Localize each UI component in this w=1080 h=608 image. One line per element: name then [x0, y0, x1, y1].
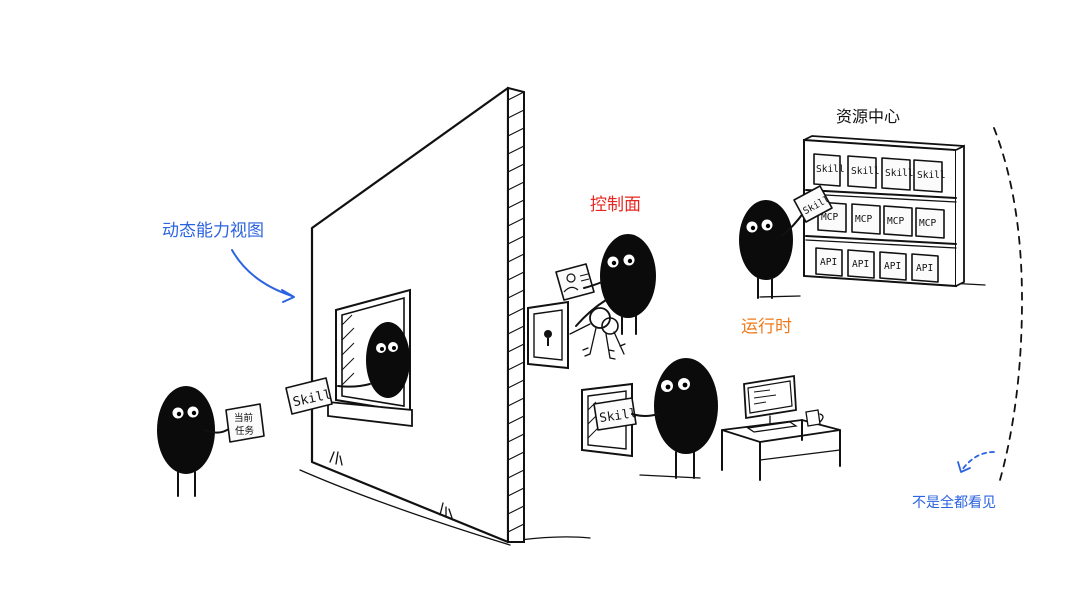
- window-skill-card: Skill: [285, 377, 333, 415]
- window-character: [337, 322, 410, 398]
- shelf-skill-3: Skill: [885, 168, 914, 179]
- dynamic-view-arrow: [231, 249, 293, 297]
- shelf-character: [739, 200, 805, 299]
- resource-center-label: 资源中心: [836, 107, 900, 126]
- shelf-mcp-1: MCP: [821, 212, 838, 223]
- shelf-api-2: API: [852, 259, 869, 270]
- id-badge: [555, 263, 595, 301]
- shelf-row-mcp: MCP MCP MCP MCP: [817, 201, 945, 239]
- desk-skill-card: Skill: [593, 397, 638, 431]
- visibility-arrow: [961, 451, 995, 471]
- shelf-skill-1: Skill: [816, 164, 845, 175]
- shelf-skill-2: Skill: [851, 166, 880, 177]
- key-ring: [569, 307, 626, 360]
- control-plane-label: 控制面: [590, 195, 641, 215]
- shelf-row-skill: Skill Skill Skill Skill: [813, 153, 946, 193]
- current-task-text-2: 任务: [235, 425, 255, 437]
- shelf-api-4: API: [916, 263, 933, 274]
- shelf-held-skill-card: Skill: [793, 185, 833, 223]
- control-character: [575, 234, 656, 335]
- shelf-mcp-2: MCP: [855, 214, 872, 225]
- runtime-label: 运行时: [741, 317, 792, 337]
- dynamic-view-arrowhead: [281, 289, 295, 303]
- shelf-api-3: API: [884, 261, 901, 272]
- left-character: [157, 386, 231, 497]
- shelf-mcp-3: MCP: [887, 216, 904, 227]
- shelf-skill-4: Skill: [917, 170, 946, 181]
- visibility-arrowhead: [957, 461, 971, 473]
- not-all-visible-label: 不是全都看见: [912, 494, 996, 511]
- shelf-row-api: API API API API: [815, 247, 939, 283]
- runtime-character: [631, 358, 718, 479]
- desk-skill-text: Skill: [598, 405, 637, 425]
- lock-panel: [527, 300, 569, 370]
- dynamic-view-label: 动态能力视图: [162, 221, 264, 241]
- computer-desk: [721, 419, 841, 481]
- visibility-boundary: [993, 127, 1023, 481]
- current-task-card: 当前 任务: [225, 403, 265, 443]
- shelf-api-1: API: [820, 257, 837, 268]
- shelf-mcp-4: MCP: [919, 218, 936, 229]
- computer-monitor: [743, 374, 824, 433]
- current-task-text-1: 当前: [234, 412, 253, 424]
